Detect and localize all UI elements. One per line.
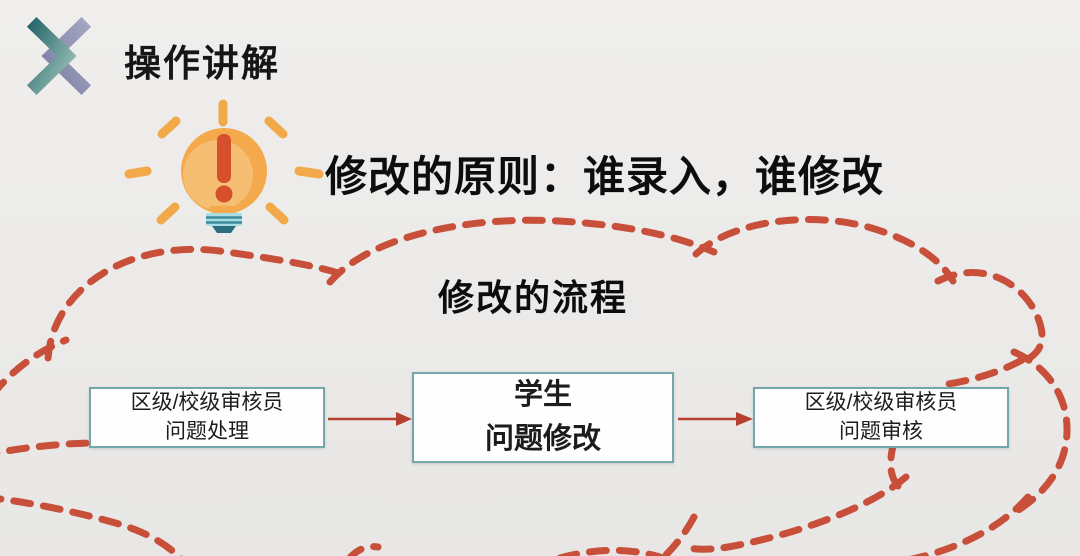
lightbulb-icon	[118, 95, 328, 240]
flow-step-line: 学生	[513, 379, 572, 411]
flow-arrow-mid-to-right	[678, 412, 753, 426]
x-chevron-logo-icon	[26, 16, 92, 96]
flow-step-line: 问题审核	[839, 419, 923, 443]
principle-title: 修改的原则：谁录入，谁修改	[325, 153, 885, 200]
flow-arrow-left-to-mid	[328, 412, 412, 426]
flow-step-line: 问题修改	[484, 422, 601, 455]
bulb-rays	[124, 99, 324, 225]
flow-title: 修改的流程	[438, 277, 629, 318]
flow-step-line: 区级/校级审核员	[804, 391, 958, 415]
flow-step-line: 区级/校级审核员	[130, 391, 284, 415]
flow-step-reviewer-audit: 区级/校级审核员 问题审核	[753, 387, 1009, 448]
flow-step-line: 问题处理	[165, 419, 249, 443]
logo-title: 操作讲解	[124, 42, 280, 84]
flow-step-reviewer-handle: 区级/校级审核员 问题处理	[89, 387, 325, 448]
cloud-outline	[0, 216, 1071, 556]
brand-header: 操作讲解	[20, 14, 280, 98]
flow-step-student-modify: 学生 问题修改	[412, 372, 674, 463]
